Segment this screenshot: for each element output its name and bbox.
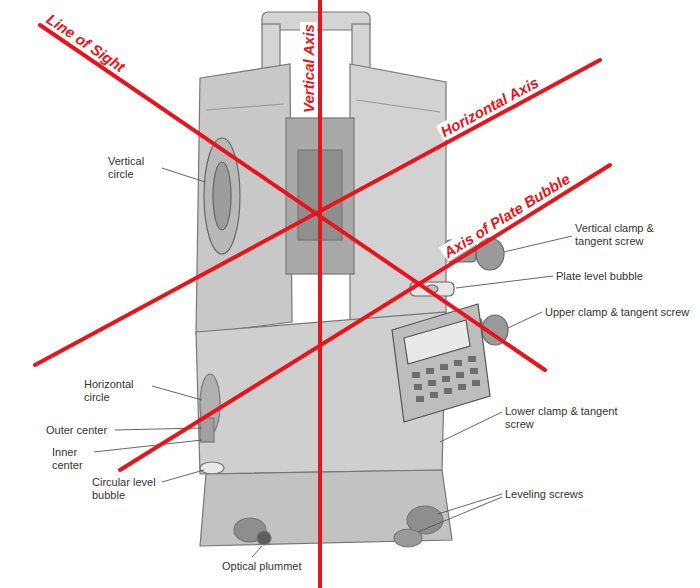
vertical-circle [204,138,240,254]
vertical-circle [204,138,240,254]
part-label: Lower clamp & tangent screw [505,405,640,431]
keypad [442,376,450,382]
keypad [414,384,422,390]
part-label: Plate level bubble [556,270,686,283]
keypad [440,364,448,370]
keypad [412,372,420,378]
axis-label: Axis of Plate Bubble [439,169,575,262]
clamp-screws [476,238,504,270]
keypad [416,396,424,402]
leader-lines [440,412,502,442]
leader-lines [152,386,202,400]
part-label: Leveling screws [505,488,615,501]
instrument-standards [206,104,284,110]
leader-lines [418,497,502,532]
instrument-standards [356,100,440,112]
keypad [444,388,452,394]
leader-lines [252,546,262,557]
leader-lines [94,440,202,452]
vertical-circle [213,162,231,230]
part-label: Outer center [46,424,114,437]
instrument-body [200,462,224,474]
leader-lines [504,236,572,252]
axis-label: Horizontal Axis [436,72,543,140]
tribrach-base [257,531,271,545]
tribrach-base [200,470,452,547]
axis-label: Line of Sight [42,8,130,76]
axis-lines [40,25,545,370]
part-label: Vertical clamp & tangent screw [575,222,690,248]
keypad [468,356,476,362]
leader-lines [162,168,205,182]
keypad [470,368,478,374]
keypad [428,380,436,386]
axis-label: Vertical Axis [300,22,317,115]
leader-lines [162,470,204,482]
axis-lines [318,0,322,588]
instrument-body [200,418,214,442]
instrument-standards [350,64,446,324]
part-label: Vertical circle [108,155,162,181]
keypad [426,368,434,374]
keypad [472,380,480,386]
keypad [430,392,438,398]
part-label: Upper clamp & tangent screw [545,306,695,319]
keypad [454,360,462,366]
leader-lines [456,276,553,288]
axis-lines [120,165,610,470]
tribrach-base [394,529,422,547]
leader-lines [508,312,542,328]
part-label: Optical plummet [222,560,332,573]
leader-lines [438,494,502,514]
part-label: Circular level bubble [92,476,162,502]
keypad [412,356,480,402]
keypad [458,384,466,390]
part-label: Inner center [52,446,92,472]
instrument-standards [196,64,292,334]
keypad [404,320,470,364]
part-label: Horizontal circle [84,378,150,404]
axis-lines [35,60,600,365]
keypad [456,372,464,378]
tribrach-base [200,470,452,546]
